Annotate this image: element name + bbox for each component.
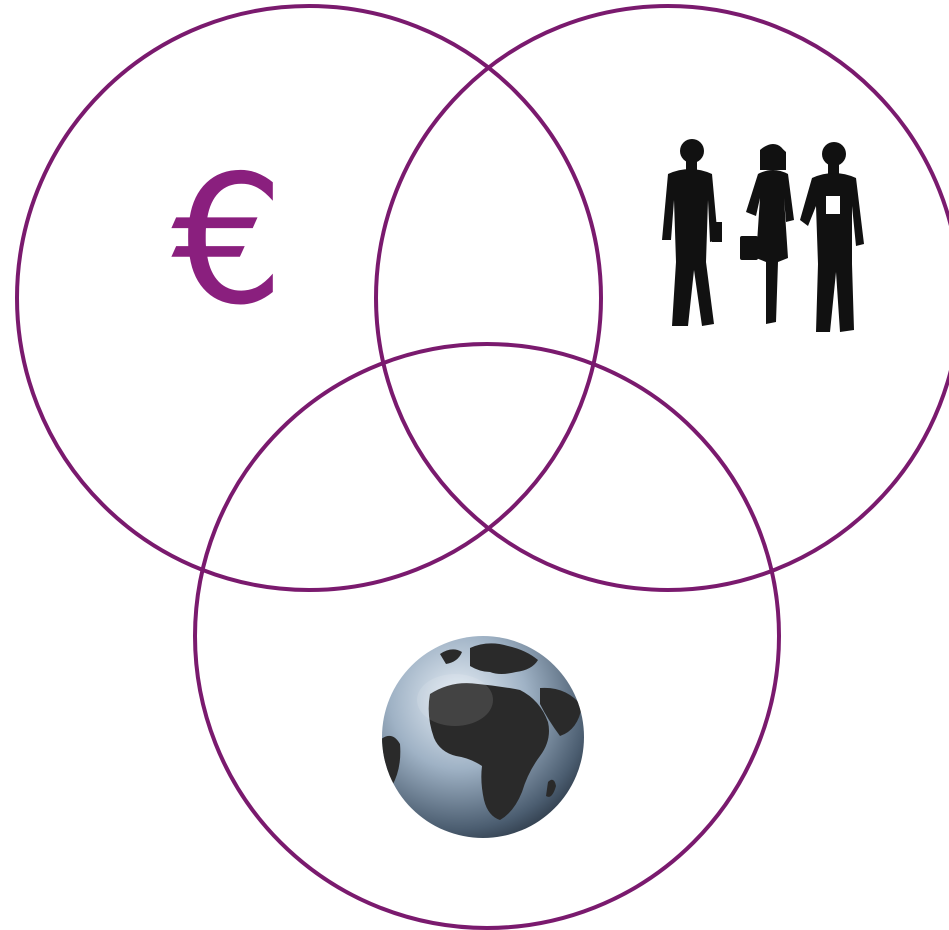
circle-money <box>15 4 603 592</box>
people-silhouette-icon <box>662 139 864 332</box>
person-silhouette-3 <box>800 142 864 332</box>
person-silhouette-1 <box>662 139 722 326</box>
circle-planet <box>193 342 781 930</box>
circle-people <box>374 4 949 592</box>
person-silhouette-2 <box>740 144 794 324</box>
euro-icon: € <box>171 137 284 344</box>
globe-icon <box>382 636 584 838</box>
